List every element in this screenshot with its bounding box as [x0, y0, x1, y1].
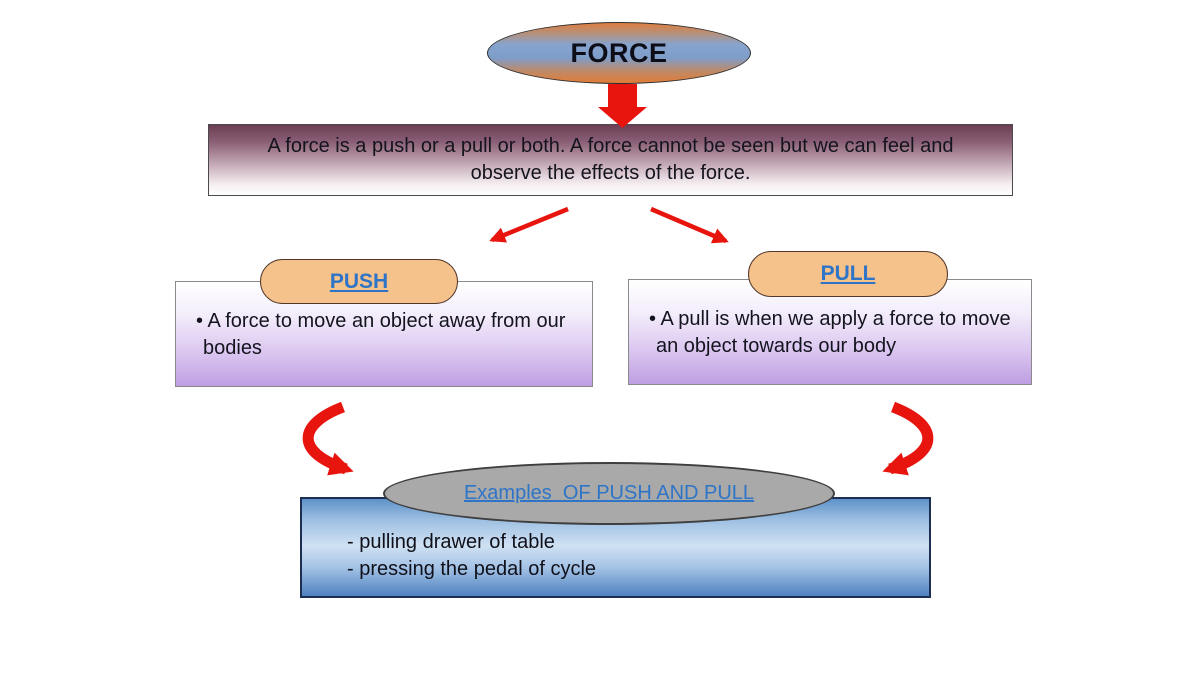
- force-root-label: FORCE: [570, 37, 668, 68]
- curved-arrow-left-icon: [302, 401, 354, 476]
- example-item-1: - pulling drawer of table: [347, 531, 555, 553]
- force-root-node: FORCE: [487, 22, 751, 84]
- examples-header-ellipse: Examples OF PUSH AND PULL: [383, 462, 835, 525]
- pull-bullet-text: • A pull is when we apply a force to mov…: [649, 308, 1011, 357]
- pull-header-pill: PULL: [748, 251, 948, 297]
- down-arrow-icon: [598, 84, 647, 128]
- force-definition-text: A force is a push or a pull or both. A f…: [267, 135, 954, 184]
- push-link[interactable]: PUSH: [329, 269, 389, 293]
- examples-link[interactable]: Examples OF PUSH AND PULL: [463, 482, 755, 504]
- example-item-2: - pressing the pedal of cycle: [347, 558, 597, 580]
- push-bullet-text: • A force to move an object away from ou…: [196, 310, 566, 359]
- pull-link[interactable]: PULL: [820, 262, 876, 285]
- branch-arrow-left-icon: [489, 206, 569, 243]
- examples-list: - pulling drawer of table - pressing the…: [302, 499, 929, 583]
- force-definition-box: A force is a push or a pull or both. A f…: [208, 124, 1013, 196]
- push-header-pill: PUSH: [260, 259, 458, 304]
- curved-arrow-right-icon: [882, 401, 934, 476]
- branch-arrow-right-icon: [650, 206, 729, 244]
